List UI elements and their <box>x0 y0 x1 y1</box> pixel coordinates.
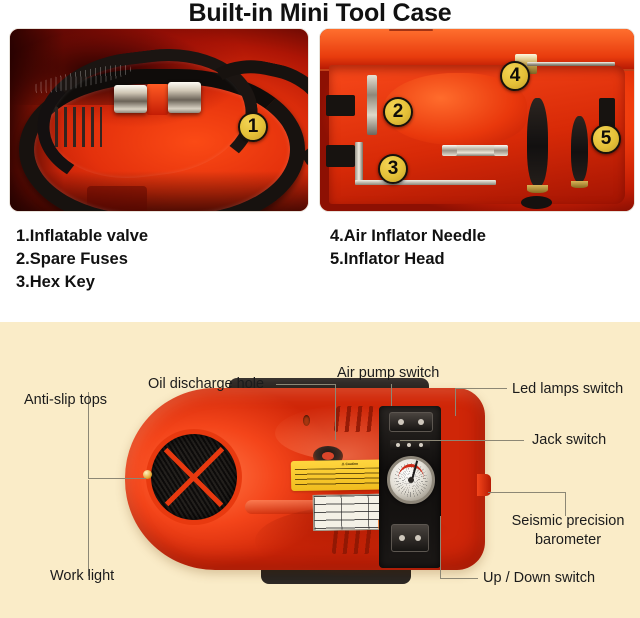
device-diagram-section: ⚠ Caution <box>0 322 640 618</box>
anti-slip-top-pad <box>151 434 237 520</box>
leader-updown-horizontal <box>440 578 478 579</box>
leader-led-vertical <box>455 388 456 416</box>
oil-discharge-hole-port <box>303 415 310 426</box>
label-up-down-switch: Up / Down switch <box>483 570 596 586</box>
hex-key-long-arm <box>354 180 496 185</box>
tray-clip-right <box>599 98 616 131</box>
badge-3: 3 <box>378 154 408 184</box>
gauge-hub <box>408 477 414 483</box>
caption-item-4: 4.Air Inflator Needle <box>330 227 486 245</box>
glass-fuse-tool <box>442 145 509 157</box>
case-lid-notch <box>389 29 434 31</box>
tray-clip-upper <box>326 94 355 117</box>
leader-jack-horizontal <box>400 440 524 441</box>
tool-tray-photo: 2 3 4 5 <box>320 29 634 211</box>
case-clip-fins <box>54 107 103 148</box>
leader-oil-hole-horizontal <box>276 384 336 385</box>
power-icon <box>418 419 424 425</box>
electric-jack-device: ⚠ Caution <box>125 378 505 584</box>
lamp-icon <box>398 419 404 425</box>
leader-air-pump-vertical <box>391 384 392 406</box>
inflator-head-large <box>527 98 548 194</box>
inflator-head-tip <box>527 184 548 194</box>
valve-gap <box>147 83 168 115</box>
down-arrow-icon <box>399 535 405 541</box>
captions-left: 1.Inflatable valve 2.Spare Fuses 3.Hex K… <box>16 225 148 294</box>
up-arrow-icon <box>415 535 421 541</box>
device-side-nub <box>477 474 491 496</box>
label-oil-discharge-hole: Oil discharge hole <box>148 376 265 392</box>
jack-up-icon <box>419 443 423 447</box>
inflatable-valve-photo: 1 <box>10 29 308 211</box>
leader-updown-vertical <box>440 516 441 578</box>
work-light-led <box>143 470 152 479</box>
chrome-valve-connector <box>167 81 201 113</box>
caption-item-2: 2.Spare Fuses <box>16 250 128 268</box>
leader-led-horizontal <box>455 388 507 389</box>
inflator-head-tip <box>571 181 589 188</box>
leader-anti-slip-vertical <box>88 392 89 478</box>
vent-slots-bottom <box>331 528 373 554</box>
page-title: Built-in Mini Tool Case <box>188 0 452 27</box>
caption-item-3: 3.Hex Key <box>16 273 95 291</box>
vent-slots-top <box>333 406 375 432</box>
air-inflator-needle-tool <box>527 61 616 67</box>
device-body: ⚠ Caution <box>125 388 491 576</box>
tool-case-section: Built-in Mini Tool Case 1 <box>10 0 634 294</box>
label-air-pump-switch: Air pump switch <box>337 365 440 381</box>
badge-2: 2 <box>383 97 413 127</box>
label-anti-slip-tops: Anti-slip tops <box>24 392 108 408</box>
led-lamps-switch-rocker[interactable] <box>389 412 433 432</box>
leader-barometer-horizontal <box>488 492 566 493</box>
leader-anti-slip-horizontal <box>88 478 146 479</box>
captions-right: 4.Air Inflator Needle 5.Inflator Head <box>330 225 486 271</box>
leader-oil-hole-vertical <box>335 384 336 440</box>
up-down-switch-rocker[interactable] <box>391 524 429 552</box>
caption-item-5: 5.Inflator Head <box>330 250 445 268</box>
jack-stop-icon <box>407 443 411 447</box>
jack-down-icon <box>396 443 400 447</box>
label-work-light: Work light <box>50 568 115 584</box>
chrome-valve-collar <box>114 85 148 113</box>
leader-barometer-vertical <box>565 492 566 516</box>
gauge-red-zone <box>397 464 425 480</box>
spare-fuses-tool <box>367 74 377 135</box>
label-jack-switch: Jack switch <box>532 432 607 448</box>
badge-4: 4 <box>500 61 530 91</box>
leader-work-light-vertical <box>88 480 89 576</box>
hex-key-short-arm <box>354 141 363 182</box>
badge-5: 5 <box>591 124 621 154</box>
badge-1: 1 <box>238 112 268 142</box>
inflator-head-small <box>571 116 589 188</box>
label-seismic-precision-barometer: Seismic precision barometer <box>511 513 625 548</box>
control-panel <box>379 406 441 568</box>
caption-item-1: 1.Inflatable valve <box>16 227 149 245</box>
seismic-precision-barometer-gauge <box>387 456 435 504</box>
jack-switch-row[interactable] <box>390 440 430 450</box>
inflator-head-foot <box>520 196 553 210</box>
tray-clip-lower <box>326 145 355 168</box>
label-led-lamps-switch: Led lamps switch <box>512 381 624 397</box>
